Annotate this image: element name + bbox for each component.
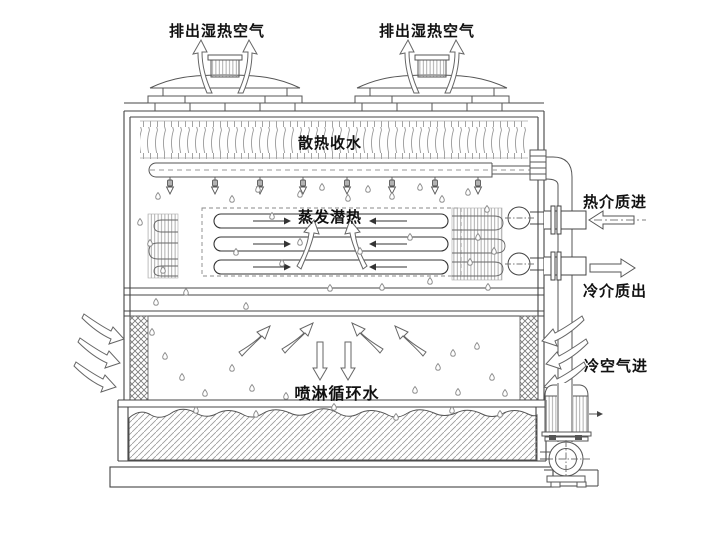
label-exhaust-air-right: 排出湿热空气: [378, 22, 476, 40]
cold-out-arrow: [589, 258, 636, 278]
spray-nozzles: [166, 176, 482, 195]
circulation-pump: [540, 383, 603, 488]
fan-left: [147, 54, 303, 111]
louver-right: [519, 315, 539, 401]
label-exhaust-air-left: 排出湿热空气: [168, 22, 266, 40]
louver-left: [129, 315, 149, 401]
label-cold-air-in: 冷空气进: [583, 357, 649, 375]
riser-pipe: [545, 156, 573, 436]
cold-medium-stub: [544, 251, 587, 281]
label-spray-water: 喷淋循环水: [294, 384, 380, 403]
hot-in-arrow: [588, 210, 646, 230]
spray-header-pipe: [148, 149, 547, 181]
label-cold-medium-out: 冷介质出: [582, 282, 648, 300]
label-hot-medium-in: 热介质进: [582, 193, 648, 211]
coil-headers: [505, 206, 544, 276]
label-drift-eliminator: 散热收水: [297, 134, 363, 152]
water-basin: [109, 399, 554, 488]
coil-flow-arrows: [253, 217, 407, 271]
hot-medium-stub: [544, 205, 587, 235]
label-latent-heat: 蒸发潜热: [297, 208, 363, 226]
air-inlet-arrows-left: [73, 313, 125, 393]
fan-right: [354, 54, 510, 111]
air-inlet-arrows-right: [541, 315, 589, 393]
drift-eliminator: [140, 120, 528, 159]
plenum-air-arrows: [238, 322, 427, 381]
